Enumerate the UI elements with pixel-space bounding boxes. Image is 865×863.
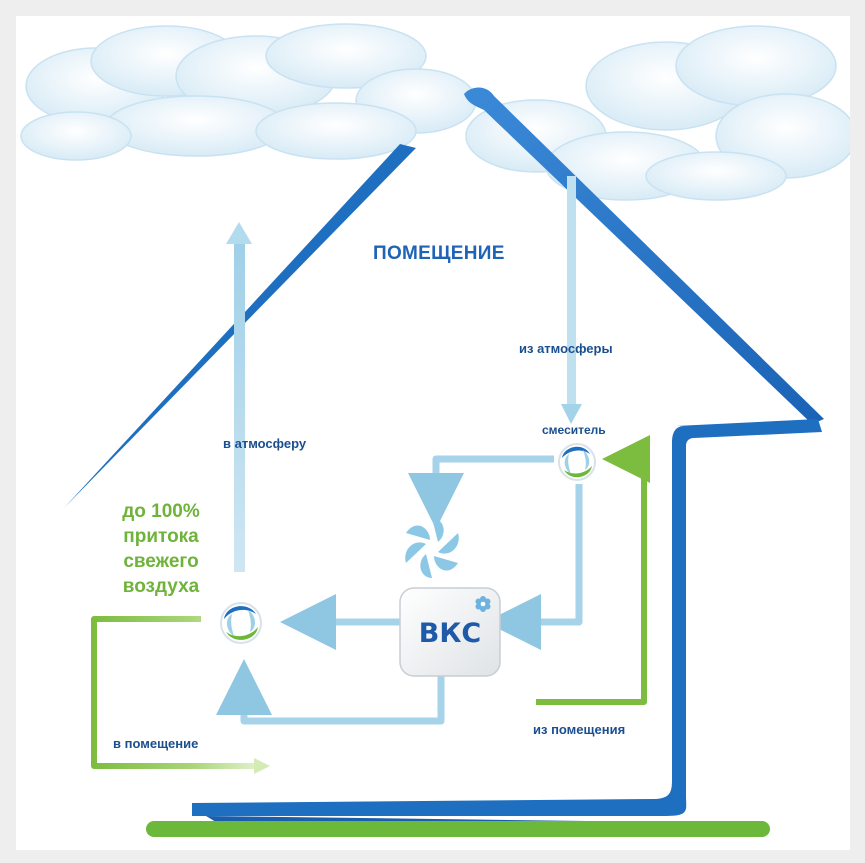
ground	[146, 821, 770, 837]
fresh-air-line-3: свежего	[123, 551, 199, 572]
intake-arrow	[561, 176, 582, 424]
recuperator-swirl-icon	[220, 602, 262, 644]
fresh-air-line-2: притока	[123, 526, 199, 547]
mixer-to-unit-arrows	[216, 455, 583, 725]
unit-label: ВКС	[418, 617, 482, 649]
clouds	[20, 23, 850, 201]
mixer-label: смеситель	[542, 423, 606, 437]
exhaust-arrow	[226, 222, 252, 572]
green-flows	[91, 435, 650, 774]
room-label: ПОМЕЩЕНИЕ	[373, 243, 505, 264]
fresh-air-line-4: воздуха	[122, 576, 200, 597]
fan-icon	[405, 518, 459, 578]
vks-unit	[399, 587, 501, 677]
from-atmosphere-label: из атмосферы	[519, 341, 613, 356]
mixer-swirl-icon	[558, 443, 596, 481]
diagram-frame: ПОМЕЩЕНИЕ в атмосферу из атмосферы смеси…	[16, 16, 850, 850]
fresh-air-label: до 100% притока свежего воздуха	[106, 499, 216, 599]
fresh-air-line-1: до 100%	[122, 501, 200, 522]
ventilation-scheme	[20, 23, 850, 837]
from-room-label: из помещения	[533, 722, 626, 737]
roof-right	[464, 87, 824, 424]
to-atmosphere-label: в атмосферу	[223, 436, 307, 451]
house-wall	[192, 419, 822, 816]
to-room-label: в помещение	[113, 736, 199, 751]
snowflake-icon	[475, 596, 491, 612]
